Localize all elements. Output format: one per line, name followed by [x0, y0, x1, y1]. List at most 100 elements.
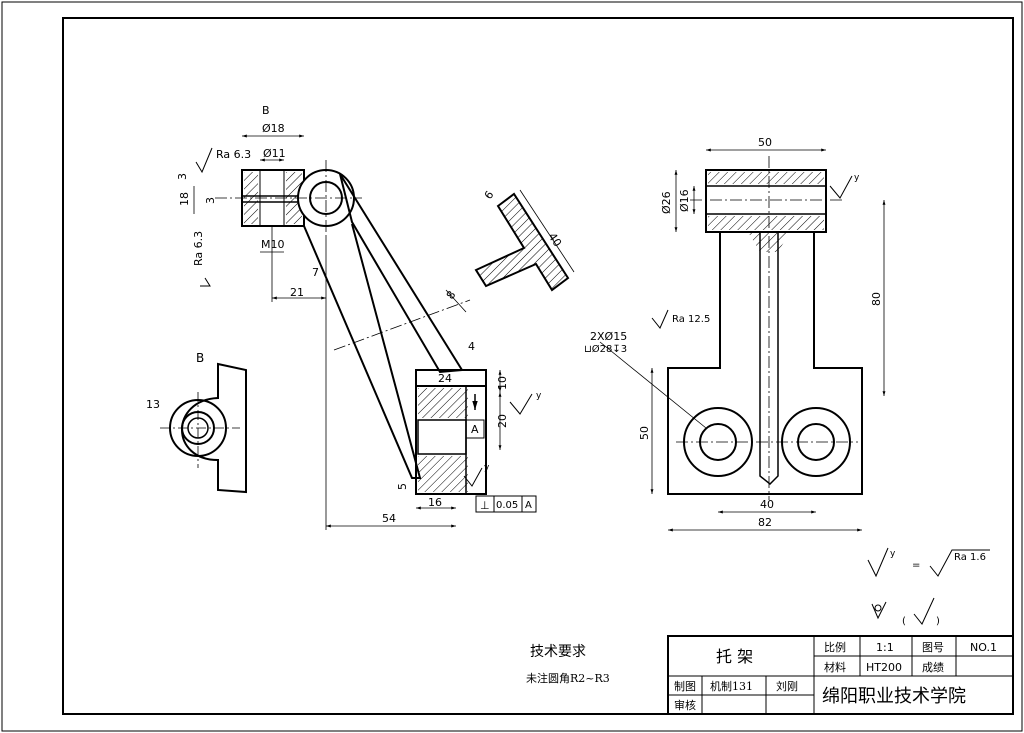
side-dim80: 80 [870, 292, 883, 306]
dim-21: 21 [290, 286, 304, 299]
side-holes: 2XØ15 [590, 330, 627, 343]
tb-material-label: 材料 [824, 660, 846, 674]
tolerance-frame [475, 495, 537, 513]
title-block-text: 托 架 比例 1:1 图号 NO.1 材料 HT200 成绩 制图 机制131 … [674, 640, 997, 712]
base-block [415, 369, 487, 495]
side-counterbore: ⊔Ø28↧3 [584, 343, 627, 355]
side-dim82: 82 [758, 516, 772, 529]
side-view-labels: 50 Ø26 Ø16 80 2XØ15 ⊔Ø28↧3 Ra 12.5 50 40… [584, 136, 883, 529]
roughness-ra63-top: Ra 6.3 [216, 148, 251, 161]
inner-frame [62, 17, 1014, 715]
section-marker-b: B [262, 104, 270, 117]
legend-circle [874, 604, 882, 612]
legend-root-2 [929, 549, 990, 577]
datum-box [465, 419, 485, 439]
side-roughness-y [829, 175, 853, 199]
roughness-symbol-top [195, 147, 213, 174]
center-rib [759, 232, 779, 486]
tb-drawing-no-value: NO.1 [970, 641, 997, 654]
side-dim50-top: 50 [758, 136, 772, 149]
tolerance-value: 0.05 [496, 500, 518, 511]
centerline-diag [333, 299, 471, 351]
top-boss-hatch-1 [708, 172, 824, 184]
title-block [667, 635, 1014, 715]
section-t-shape [474, 192, 570, 292]
dim-20: 20 [496, 414, 509, 428]
legend-root-1 [867, 547, 889, 578]
base-bore [417, 419, 467, 455]
tech-requirements-note: 未注圆角R2~R3 [526, 671, 610, 685]
dim-m10: M10 [261, 238, 285, 251]
dim-4: 4 [468, 340, 475, 353]
section-dim-40 [519, 189, 575, 273]
dim-5: 5 [396, 483, 409, 490]
side-ra125: Ra 12.5 [672, 314, 710, 325]
tb-material-value: HT200 [866, 661, 902, 674]
view-b [160, 362, 247, 494]
tb-drawn-label: 制图 [674, 680, 696, 693]
base-hatch-bot [418, 456, 468, 492]
legend-paren-open: ( [902, 616, 906, 627]
surface-legend-labels: y = Ra 1.6 ( ) [890, 549, 986, 627]
surface-y1: y [536, 391, 542, 401]
side-dim50-left: 50 [638, 426, 651, 440]
front-view-labels: B Ø18 Ø11 M10 Ra 6.3 Ra 6.3 3 18 3 7 21 … [176, 104, 542, 525]
tb-scale-value: 1:1 [876, 641, 894, 654]
side-d26: Ø26 [660, 191, 673, 214]
tb-drawn-name: 刘刚 [776, 680, 798, 693]
dim-3-top: 3 [176, 173, 189, 180]
dim-18: 18 [178, 192, 191, 206]
title-block-frame [667, 635, 1014, 715]
rib [303, 223, 422, 479]
boss-hatch-right [286, 172, 302, 224]
side-d16: Ø16 [678, 189, 691, 212]
view-b-label: B [196, 351, 204, 365]
dim-7: 7 [312, 266, 319, 279]
perpendicular-symbol: ⊥ [480, 499, 490, 512]
dim-3-mid: 3 [204, 197, 217, 204]
surface-legend [867, 547, 990, 625]
side-roughness-ra125 [651, 309, 669, 329]
section-dim6: 6 [482, 189, 497, 202]
side-view [599, 148, 886, 532]
roughness-symbol-y1 [509, 393, 533, 415]
datum-a: A [471, 423, 479, 436]
tb-drawing-no-label: 图号 [922, 641, 944, 654]
top-boss-hatch-2 [708, 216, 824, 230]
tolerance-datum: A [525, 500, 532, 511]
roughness-symbol-y2 [463, 467, 483, 487]
dim-d18: Ø18 [262, 122, 285, 135]
tech-requirements-title: 技术要求 [530, 644, 586, 660]
dim-54: 54 [382, 512, 396, 525]
web [667, 232, 863, 495]
front-view [193, 134, 537, 530]
side-surface-y: y [854, 173, 860, 183]
dim-d11: Ø11 [263, 147, 286, 160]
legend-paren-close: ) [936, 616, 940, 627]
surface-y2: y [484, 463, 490, 473]
side-dim40: 40 [760, 498, 774, 511]
base-hatch-top [418, 388, 468, 418]
tb-school: 绵阳职业技术学院 [822, 686, 966, 707]
tb-checked-label: 审核 [674, 698, 696, 712]
legend-equals: = [912, 560, 920, 571]
legend-y: y [890, 549, 896, 559]
legend-root-4 [913, 597, 935, 625]
section-dim-8 [445, 289, 467, 313]
view-b-dim13: 13 [146, 398, 160, 411]
side-leader-holes [599, 341, 707, 429]
legend-root-3 [871, 601, 887, 620]
tb-scale-label: 比例 [824, 640, 846, 654]
tb-grade-label: 成绩 [922, 661, 944, 674]
dim-24: 24 [438, 372, 452, 385]
tb-part-name: 托 架 [716, 647, 753, 666]
legend-ra16: Ra 1.6 [954, 552, 986, 563]
tb-drawn-class: 机制131 [710, 679, 753, 693]
roughness-symbol-left [200, 277, 211, 287]
section-dim8: 8 [444, 289, 459, 302]
dim-10: 10 [496, 376, 509, 390]
section-dim40: 40 [546, 230, 565, 249]
arm [339, 173, 464, 374]
